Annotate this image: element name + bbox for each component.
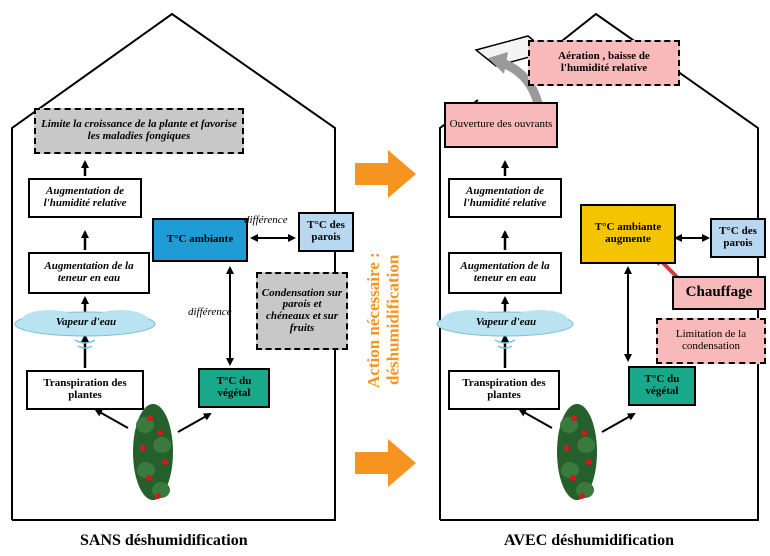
left-humidity-text: Augmentation de l'humidité relative — [43, 185, 127, 209]
left-plant-temp-box: T°C du végétal — [198, 368, 270, 408]
right-vapour-label: Vapeur d'eau — [454, 314, 558, 332]
left-moisture-text: Augmentation de la teneur en eau — [44, 260, 134, 284]
right-wall-temp-box: T°C des parois — [710, 218, 766, 258]
right-aeration-box: Aération , baisse de l'humidité relative — [528, 40, 680, 86]
left-moisture-box: Augmentation de la teneur en eau — [28, 252, 150, 294]
left-wall-temp-text: T°C des parois — [307, 219, 345, 243]
right-humidity-box: Augmentation de l'humidité relative — [448, 178, 562, 218]
right-tomato-plant — [557, 404, 597, 500]
right-opening-box: Ouverture des ouvrants — [444, 102, 558, 148]
left-plant-temp-text: T°C du végétal — [216, 375, 252, 399]
right-vapour-text: Vapeur d'eau — [475, 316, 537, 329]
left-ambient-temp-text: T°C ambiante — [166, 233, 234, 246]
left-diff-horizontal-label: différence — [244, 214, 288, 226]
left-vapour-cloud — [14, 310, 156, 349]
right-heating-box: Chauffage — [672, 276, 766, 310]
orange-arrow-top — [355, 150, 416, 198]
right-opening-text: Ouverture des ouvrants — [449, 118, 553, 131]
right-plant-temp-text: T°C du végétal — [644, 373, 680, 397]
left-limit-growth-box: Limite la croissance de la plante et fav… — [34, 108, 244, 154]
right-ambient-temp-box: T°C ambiante augmente — [580, 204, 676, 264]
right-moisture-text: Augmentation de la teneur en eau — [460, 260, 550, 284]
right-caption: AVEC déshumidification — [504, 532, 674, 549]
action-needed-line1: Action nécessaire : — [364, 252, 383, 388]
left-transpiration-text: Transpiration des plantes — [43, 377, 127, 401]
left-condensation-text: Condensation sur parois et chéneaux et s… — [261, 286, 343, 334]
right-heating-text: Chauffage — [685, 284, 753, 301]
left-greenhouse-outline — [11, 12, 336, 521]
action-needed-label: Action nécessaire : déshumidification — [364, 210, 403, 430]
right-ambient-temp-text: T°C ambiante augmente — [594, 221, 662, 245]
right-moisture-box: Augmentation de la teneur en eau — [448, 252, 562, 294]
right-wall-temp-text: T°C des parois — [719, 225, 757, 249]
left-diff-vertical-label: différence — [188, 306, 232, 318]
left-limit-growth-text: Limite la croissance de la plante et fav… — [41, 118, 237, 142]
left-condensation-box: Condensation sur parois et chéneaux et s… — [256, 272, 348, 350]
left-ambient-temp-box: T°C ambiante — [152, 218, 248, 262]
left-wall-temp-box: T°C des parois — [298, 212, 354, 252]
right-vapour-cloud — [436, 310, 574, 349]
action-needed-line2: déshumidification — [383, 254, 403, 386]
right-humidity-text: Augmentation de l'humidité relative — [463, 185, 547, 209]
right-plant-temp-box: T°C du végétal — [628, 366, 696, 406]
right-limitation-box: Limitation de la condensation — [656, 318, 766, 364]
right-aeration-text: Aération , baisse de l'humidité relative — [558, 50, 650, 74]
left-vapour-label: Vapeur d'eau — [34, 314, 138, 332]
left-vapour-text: Vapeur d'eau — [55, 316, 117, 329]
right-transpiration-box: Transpiration des plantes — [448, 370, 560, 410]
left-humidity-box: Augmentation de l'humidité relative — [28, 178, 142, 218]
left-tomato-plant — [133, 404, 173, 500]
left-transpiration-box: Transpiration des plantes — [26, 370, 144, 410]
right-transpiration-text: Transpiration des plantes — [462, 377, 546, 401]
right-limitation-text: Limitation de la condensation — [675, 328, 747, 352]
left-caption: SANS déshumidification — [80, 532, 248, 549]
orange-arrow-bottom — [355, 439, 416, 487]
